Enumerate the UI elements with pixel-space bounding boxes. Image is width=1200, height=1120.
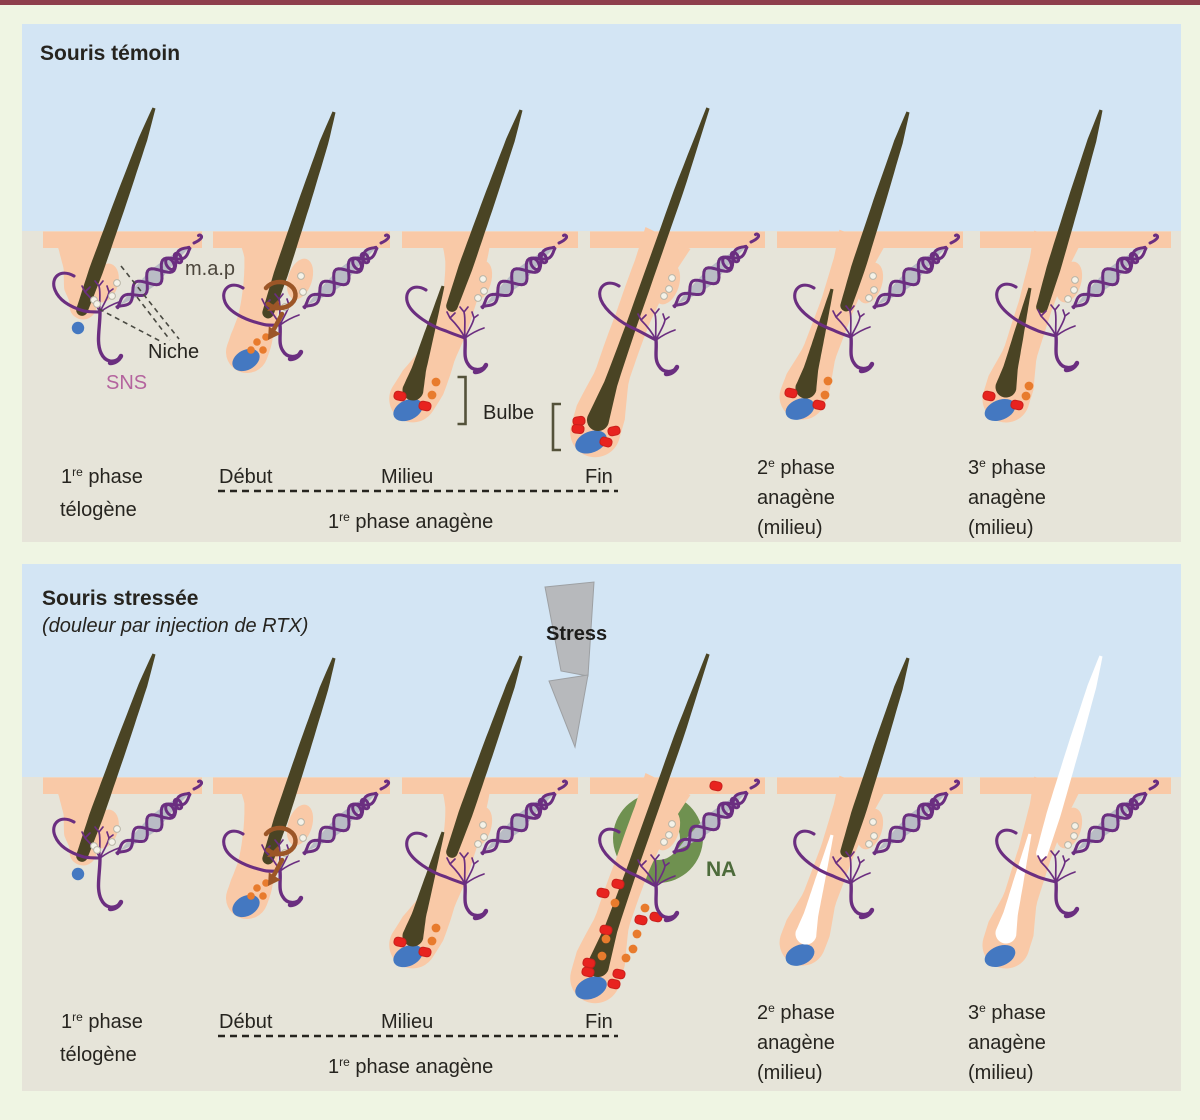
svg-text:2e phase: 2e phase	[757, 1001, 835, 1024]
svg-text:Fin: Fin	[585, 1011, 613, 1033]
svg-text:anagène: anagène	[968, 1032, 1046, 1054]
svg-text:(douleur par injection de RTX): (douleur par injection de RTX)	[42, 615, 308, 637]
svg-text:Souris témoin: Souris témoin	[40, 42, 180, 65]
svg-text:m.a.p: m.a.p	[185, 258, 235, 280]
svg-text:(milieu): (milieu)	[757, 517, 823, 539]
svg-text:anagène: anagène	[757, 1032, 835, 1054]
svg-text:3e phase: 3e phase	[968, 1001, 1046, 1024]
svg-text:Fin: Fin	[585, 466, 613, 488]
svg-text:1re phase anagène: 1re phase anagène	[328, 510, 493, 533]
svg-text:2e phase: 2e phase	[757, 456, 835, 479]
svg-text:anagène: anagène	[968, 487, 1046, 509]
svg-text:Milieu: Milieu	[381, 1011, 433, 1033]
svg-text:(milieu): (milieu)	[757, 1062, 823, 1084]
svg-text:Souris stressée: Souris stressée	[42, 587, 198, 610]
svg-text:anagène: anagène	[757, 487, 835, 509]
svg-text:NA: NA	[706, 858, 736, 881]
svg-text:3e phase: 3e phase	[968, 456, 1046, 479]
svg-text:(milieu): (milieu)	[968, 1062, 1034, 1084]
svg-text:Bulbe: Bulbe	[483, 402, 534, 424]
svg-text:Stress: Stress	[546, 623, 607, 645]
svg-text:SNS: SNS	[106, 372, 147, 394]
svg-text:Milieu: Milieu	[381, 466, 433, 488]
svg-text:Début: Début	[219, 1011, 273, 1033]
svg-text:télogène: télogène	[60, 499, 137, 521]
svg-text:télogène: télogène	[60, 1044, 137, 1066]
svg-text:Début: Début	[219, 466, 273, 488]
svg-text:(milieu): (milieu)	[968, 517, 1034, 539]
svg-text:1re phase anagène: 1re phase anagène	[328, 1055, 493, 1078]
svg-text:Niche: Niche	[148, 341, 199, 363]
